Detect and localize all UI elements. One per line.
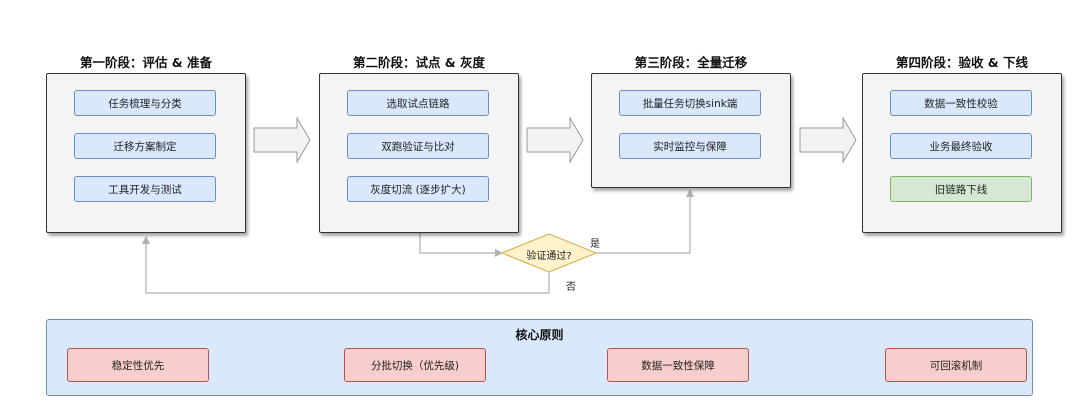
principle-3: 数据一致性保障 <box>607 348 749 382</box>
stage-3-box: 批量任务切换sink端 实时监控与保障 <box>591 73 791 188</box>
stage-3-step-1: 批量任务切换sink端 <box>619 90 761 116</box>
decision-yes-label: 是 <box>590 239 600 250</box>
principles-panel: 核心原则 稳定性优先 分批切换（优先级) 数据一致性保障 可回滚机制 <box>46 319 1033 396</box>
flow-no <box>142 236 550 294</box>
stage-1-step-2: 迁移方案制定 <box>74 133 216 159</box>
stage-arrow-2-3 <box>526 116 584 164</box>
stage-2-step-1: 选取试点链路 <box>347 90 489 116</box>
stage-arrow-3-4 <box>799 116 857 164</box>
decision-label: 验证通过? <box>526 251 572 262</box>
stage-3-title: 第三阶段：全量迁移 <box>634 55 748 70</box>
stage-1-box: 任务梳理与分类 迁移方案制定 工具开发与测试 <box>46 73 246 233</box>
stage-2-step-3: 灰度切流 (逐步扩大) <box>347 176 489 202</box>
stage-1-step-3: 工具开发与测试 <box>74 176 216 202</box>
decision-diamond <box>500 233 598 273</box>
decision-no-label: 否 <box>566 282 576 293</box>
flow-to-decision <box>419 233 503 257</box>
stage-2-box: 选取试点链路 双跑验证与比对 灰度切流 (逐步扩大) <box>319 73 519 233</box>
stage-4-box: 数据一致性校验 业务最终验收 旧链路下线 <box>862 73 1062 233</box>
stage-2-step-2: 双跑验证与比对 <box>347 133 489 159</box>
stage-4-step-3: 旧链路下线 <box>890 176 1032 202</box>
stage-1-step-1: 任务梳理与分类 <box>74 90 216 116</box>
stage-arrow-1-2 <box>253 116 311 164</box>
principle-2: 分批切换（优先级) <box>344 348 486 382</box>
stage-1-title: 第一阶段：评估 & 准备 <box>79 55 213 70</box>
principles-title: 核心原则 <box>515 328 564 342</box>
stage-4-title: 第四阶段：验收 & 下线 <box>895 55 1029 70</box>
stage-3-step-2: 实时监控与保障 <box>619 133 761 159</box>
stage-4-step-2: 业务最终验收 <box>890 133 1032 159</box>
stage-4-step-1: 数据一致性校验 <box>890 90 1032 116</box>
principle-4: 可回滚机制 <box>885 348 1027 382</box>
principle-1: 稳定性优先 <box>67 348 209 382</box>
stage-2-title: 第二阶段：试点 & 灰度 <box>352 55 486 70</box>
flow-yes <box>596 189 694 254</box>
